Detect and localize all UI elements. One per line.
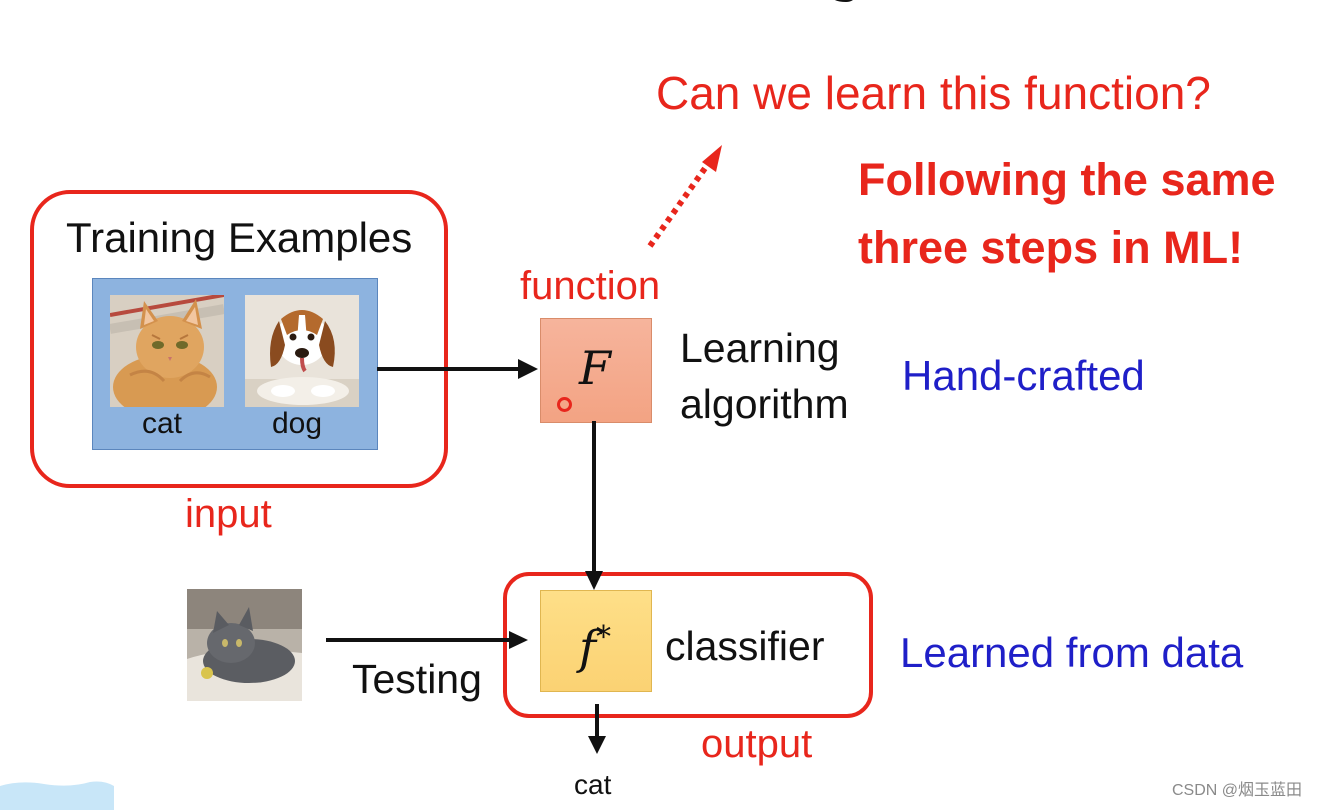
testing-arrowhead-icon <box>509 631 528 649</box>
dotted-arrowhead-icon <box>702 145 722 172</box>
output-arrowhead-icon <box>588 736 606 754</box>
arrowhead-right-icon <box>518 359 538 379</box>
dotted-arrow-icon <box>650 164 708 246</box>
corner-decoration <box>0 778 114 810</box>
arrowhead-down-icon <box>585 571 603 590</box>
watermark: CSDN @烟玉蓝田 <box>1172 781 1302 801</box>
